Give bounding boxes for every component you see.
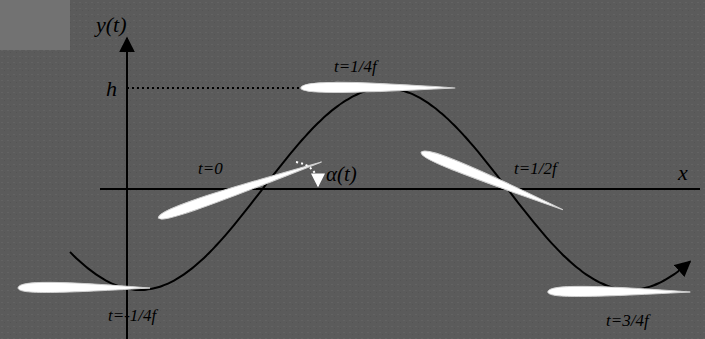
corner-tab bbox=[0, 0, 70, 50]
airfoil bbox=[18, 282, 150, 292]
airfoil bbox=[157, 157, 323, 223]
x-axis bbox=[100, 188, 700, 190]
axis-label: x bbox=[678, 162, 688, 184]
time-label: t=1/2f bbox=[514, 160, 557, 177]
time-label: t=0 bbox=[198, 160, 223, 177]
y-axis bbox=[126, 38, 128, 339]
axis-label: y(t) bbox=[96, 14, 127, 36]
time-label: t=-1/4f bbox=[108, 307, 156, 324]
airfoil bbox=[301, 82, 456, 92]
heave-curve bbox=[70, 88, 690, 290]
angle-label: α(t) bbox=[326, 164, 357, 185]
angle-arc bbox=[296, 162, 318, 186]
amplitude-label: h bbox=[106, 78, 117, 100]
airfoil bbox=[419, 147, 565, 214]
time-label: t=1/4f bbox=[334, 58, 377, 75]
airfoil bbox=[548, 286, 691, 296]
time-label: t=3/4f bbox=[606, 312, 649, 329]
